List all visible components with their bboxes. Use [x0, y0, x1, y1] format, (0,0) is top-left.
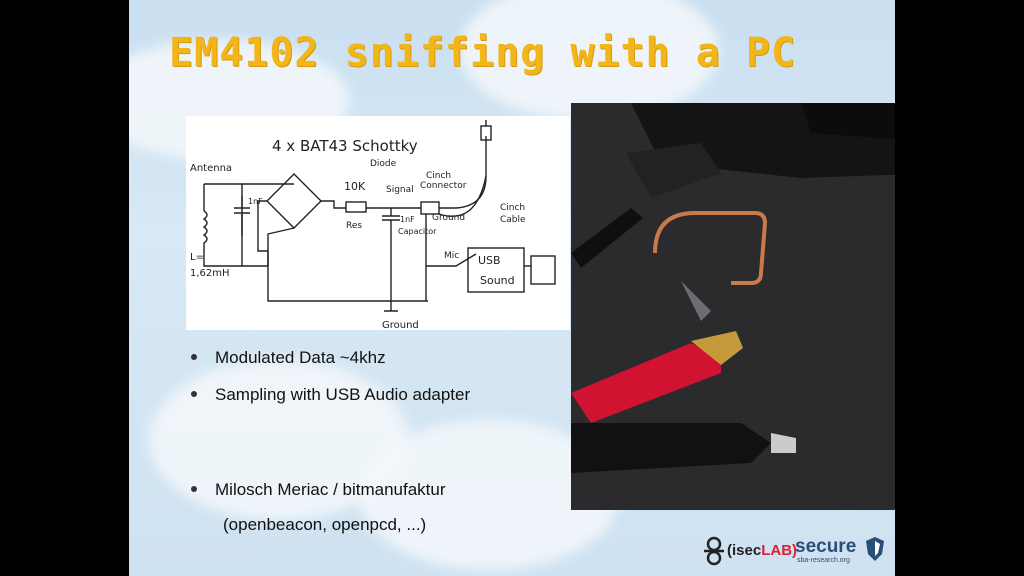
iseclab-logo: (isecLAB) — [727, 542, 798, 559]
bullet-item: Modulated Data ~4khz — [191, 348, 386, 368]
bullet-dot — [191, 485, 197, 492]
label-ground-bottom: Ground — [382, 320, 419, 330]
slide-title: EM4102 sniffing with a PC — [169, 30, 797, 76]
label-resistor-value: 10K — [344, 180, 366, 193]
secure-logo: secure — [795, 536, 857, 557]
bullet-item: Sampling with USB Audio adapter — [191, 385, 470, 405]
hardware-photo — [571, 103, 895, 510]
label-diodes-line2: Diode — [370, 159, 397, 169]
label-cinch-connector-1: Cinch — [426, 171, 451, 181]
footer-logos: (isecLAB) secure sba-research.org — [699, 534, 889, 568]
label-cinch-connector-2: Connector — [420, 181, 467, 191]
label-usb: USB — [478, 254, 501, 267]
label-sound: Sound — [480, 274, 515, 287]
presentation-slide: EM4102 sniffing with a PC — [129, 0, 895, 576]
circuit-schematic: Antenna 1nF L= 1,62mH 4 x BAT43 Schottky… — [186, 116, 570, 331]
label-cinch-cable-1: Cinch — [500, 203, 525, 213]
label-antenna: Antenna — [190, 163, 232, 174]
label-signal: Signal — [386, 185, 414, 195]
iseclab-logo-icon — [704, 536, 724, 566]
label-cinch-cable-2: Cable — [500, 215, 526, 225]
label-inductance-value: 1,62mH — [190, 268, 230, 279]
label-cap1: 1nF — [248, 197, 263, 206]
secure-logo-url: sba-research.org — [797, 557, 850, 564]
bullet-continuation: (openbeacon, openpcd, ...) — [223, 515, 427, 534]
label-diodes: 4 x BAT43 Schottky — [272, 137, 418, 155]
label-resistor: Res — [346, 221, 362, 231]
label-inductance-l: L= — [190, 252, 204, 263]
label-cap2: 1nF — [400, 215, 415, 224]
label-mic: Mic — [444, 251, 459, 261]
bullet-item: Milosch Meriac / bitmanufaktur — [191, 480, 446, 500]
bullet-dot — [191, 353, 197, 360]
sba-shield-icon — [866, 537, 884, 561]
label-capacitor: Capacitor — [398, 227, 437, 236]
label-ground-top: Ground — [432, 213, 465, 223]
bullet-dot — [191, 390, 197, 397]
